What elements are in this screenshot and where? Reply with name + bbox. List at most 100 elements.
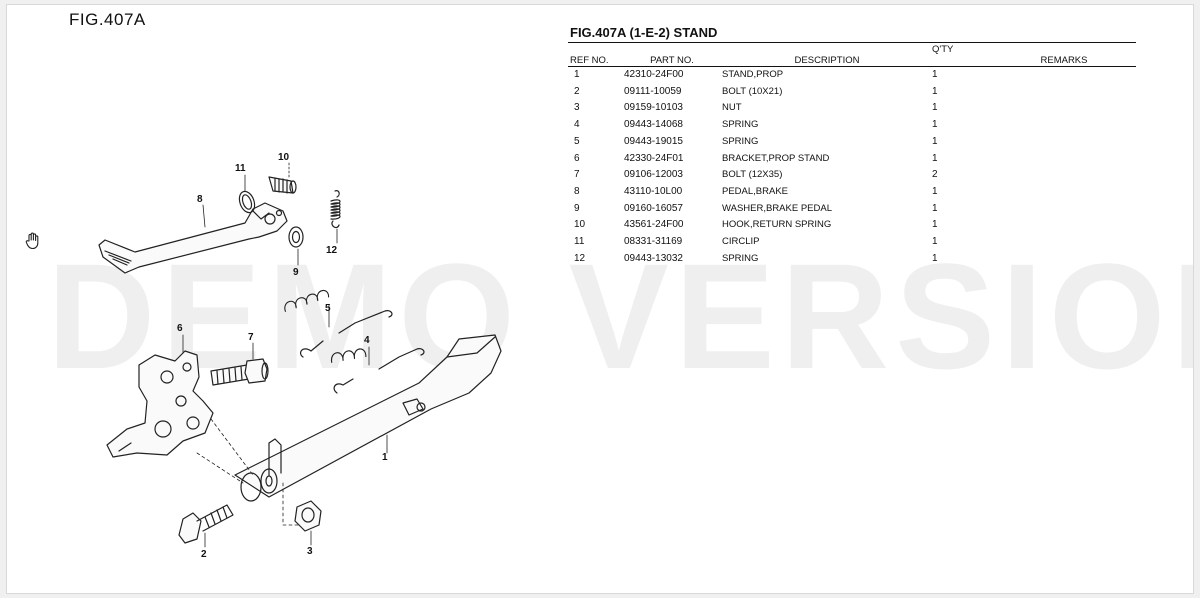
- quantity: 1: [932, 102, 938, 114]
- part-no: 42310-24F00: [624, 69, 684, 80]
- quantity: 1: [932, 85, 938, 97]
- table-row: 10 43561-24F00 HOOK,RETURN SPRING 1: [568, 217, 1136, 234]
- ref-no: 9: [574, 202, 580, 214]
- description: SPRING: [722, 135, 759, 147]
- figure-label: FIG.407A: [69, 10, 146, 29]
- brake-pedal-drawing: [98, 202, 288, 274]
- description: NUT: [722, 102, 742, 114]
- header-description: DESCRIPTION: [794, 55, 860, 66]
- circlip-drawing: [238, 174, 256, 214]
- header-qty: Q'TY: [932, 44, 954, 55]
- quantity: 2: [932, 169, 938, 181]
- header-remarks: REMARKS: [1040, 55, 1088, 66]
- quantity: 1: [932, 135, 938, 147]
- ref-no: 4: [574, 119, 580, 131]
- parts-table-panel: FIG.407A (1-E-2) STAND REF NO. PART NO. …: [568, 25, 1136, 267]
- callout-7: 7: [248, 332, 254, 343]
- ref-no: 5: [574, 135, 580, 147]
- parts-table-header: REF NO. PART NO. DESCRIPTION Q'TY REMARK…: [568, 42, 1136, 67]
- table-row: 6 42330-24F01 BRACKET,PROP STAND 1: [568, 151, 1136, 168]
- ref-no: 1: [574, 69, 580, 80]
- callout-2: 2: [201, 549, 207, 560]
- remarks: [992, 117, 1136, 134]
- parts-diagram: 1 2 3 4 5 6 7 8 9 10 11 12: [98, 152, 502, 560]
- description: BOLT (10X21): [722, 85, 783, 97]
- spring-5-drawing: [284, 290, 393, 358]
- small-spring-drawing: [330, 190, 341, 244]
- remarks: [992, 134, 1136, 151]
- part-no: 09106-12003: [624, 169, 683, 181]
- ref-no: 11: [574, 236, 585, 248]
- quantity: 1: [932, 185, 938, 197]
- return-spring-hook-drawing: [268, 162, 297, 194]
- ref-no: 12: [574, 252, 586, 264]
- nut-drawing: [294, 500, 322, 546]
- ref-no: 7: [574, 169, 580, 181]
- ref-no: 10: [574, 219, 586, 231]
- bracket-drawing: [106, 334, 214, 458]
- callout-6: 6: [177, 323, 183, 334]
- remarks: [992, 217, 1136, 234]
- remarks: [992, 67, 1136, 84]
- header-part-no: PART NO.: [650, 55, 694, 66]
- table-row: 9 09160-16057 WASHER,BRAKE PEDAL 1: [568, 201, 1136, 218]
- remarks: [992, 184, 1136, 201]
- table-row: 8 43110-10L00 PEDAL,BRAKE 1: [568, 184, 1136, 201]
- part-no: 09111-10059: [624, 85, 682, 97]
- part-no: 09443-13032: [624, 252, 683, 264]
- header-ref-no: REF NO.: [570, 55, 609, 66]
- table-row: 2 09111-10059 BOLT (10X21) 1: [568, 84, 1136, 101]
- quantity: 1: [932, 219, 938, 231]
- callout-5: 5: [325, 303, 331, 314]
- hand-cursor-icon: [25, 232, 39, 250]
- spring-4-drawing: [331, 346, 425, 394]
- callout-4: 4: [364, 335, 370, 346]
- callout-11: 11: [235, 163, 246, 174]
- remarks: [992, 167, 1136, 184]
- quantity: 1: [932, 236, 938, 248]
- table-row: 3 09159-10103 NUT 1: [568, 100, 1136, 117]
- remarks: [992, 251, 1136, 268]
- bolt-2-drawing: [178, 504, 234, 548]
- callout-12: 12: [326, 245, 338, 256]
- part-no: 42330-24F01: [624, 152, 684, 164]
- part-no: 09443-14068: [624, 119, 683, 131]
- table-row: 5 09443-19015 SPRING 1: [568, 134, 1136, 151]
- remarks: [992, 151, 1136, 168]
- callout-10: 10: [278, 152, 290, 163]
- parts-table: REF NO. PART NO. DESCRIPTION Q'TY REMARK…: [568, 42, 1136, 267]
- quantity: 1: [932, 152, 938, 164]
- table-row: 7 09106-12003 BOLT (12X35) 2: [568, 167, 1136, 184]
- description: SPRING: [722, 119, 759, 131]
- description: SPRING: [722, 252, 759, 264]
- quantity: 1: [932, 69, 938, 80]
- document-page: DEMO VERSION FIG.407A: [6, 4, 1194, 594]
- description: CIRCLIP: [722, 236, 760, 248]
- table-row: 4 09443-14068 SPRING 1: [568, 117, 1136, 134]
- description: BOLT (12X35): [722, 169, 783, 181]
- parts-table-title: FIG.407A (1-E-2) STAND: [570, 25, 718, 40]
- table-row: 11 08331-31169 CIRCLIP 1: [568, 234, 1136, 251]
- quantity: 1: [932, 202, 938, 214]
- description: PEDAL,BRAKE: [722, 185, 788, 197]
- callout-8: 8: [197, 194, 203, 205]
- ref-no: 3: [574, 102, 580, 114]
- part-no: 09159-10103: [624, 102, 683, 114]
- remarks: [992, 84, 1136, 101]
- ref-no: 2: [574, 85, 580, 97]
- description: HOOK,RETURN SPRING: [722, 219, 832, 231]
- washer-drawing: [288, 226, 304, 266]
- callout-1: 1: [382, 452, 388, 463]
- remarks: [992, 201, 1136, 218]
- ref-no: 6: [574, 152, 580, 164]
- quantity: 1: [932, 119, 938, 131]
- quantity: 1: [932, 252, 938, 264]
- description: WASHER,BRAKE PEDAL: [722, 202, 832, 214]
- callout-9: 9: [293, 267, 299, 278]
- table-row: 12 09443-13032 SPRING 1: [568, 251, 1136, 268]
- bolt-7-drawing: [210, 342, 269, 386]
- callout-3: 3: [307, 546, 313, 557]
- remarks: [992, 234, 1136, 251]
- description: STAND,PROP: [722, 69, 784, 80]
- remarks: [992, 100, 1136, 117]
